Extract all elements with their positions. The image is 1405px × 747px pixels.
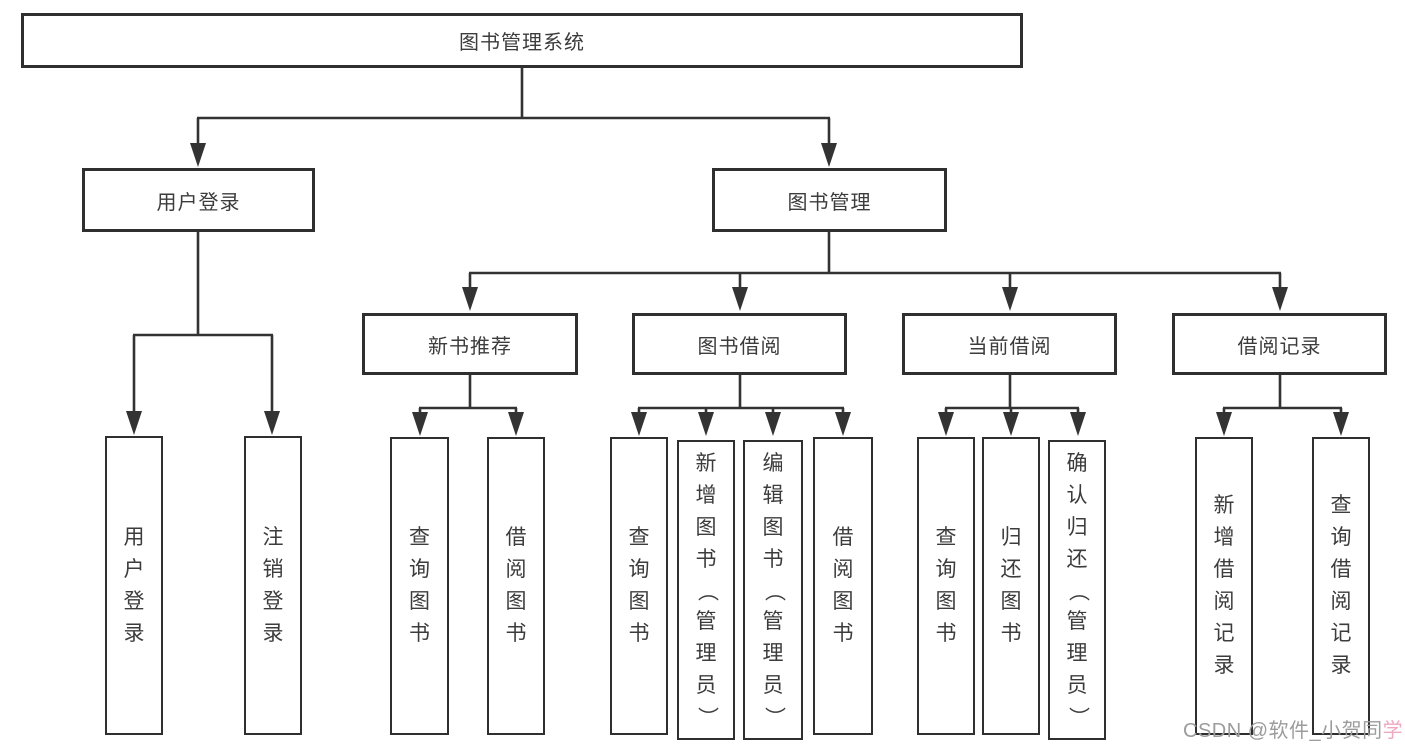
- leaf-label: 查询借阅记录: [1330, 494, 1352, 677]
- node-book-borrow: 图书借阅: [632, 313, 847, 375]
- arrowhead: [1216, 412, 1232, 436]
- arrowhead: [732, 287, 748, 311]
- csdn-watermark: CSDN @软件_小贺同学: [1183, 714, 1403, 743]
- leaf-edit-books-admin: 编辑图书（管理员）: [743, 440, 803, 740]
- node-label: 图书管理系统: [459, 32, 585, 54]
- leaf-query-books: 查询图书: [610, 437, 668, 735]
- watermark-accent: 学: [1382, 720, 1404, 742]
- leaf-borrow-books: 借阅图书: [487, 437, 545, 735]
- arrowhead: [264, 411, 280, 435]
- leaf-label: 查询图书: [935, 526, 957, 645]
- arrowhead: [765, 412, 781, 436]
- leaf-user-login: 用户登录: [105, 436, 163, 735]
- arrowhead: [508, 412, 524, 436]
- leaf-label: 确认归还（管理员）: [1066, 452, 1089, 728]
- arrowhead: [821, 143, 837, 167]
- arrowhead: [835, 412, 851, 436]
- leaf-label: 借阅图书: [505, 526, 527, 645]
- arrowhead: [1070, 412, 1086, 436]
- arrowhead: [126, 411, 142, 435]
- leaf-query-books: 查询图书: [917, 437, 975, 735]
- watermark-text: CSDN @软件_小贺同: [1183, 720, 1383, 742]
- node-book-management: 图书管理: [712, 168, 947, 232]
- leaf-confirm-return-admin: 确认归还（管理员）: [1048, 440, 1106, 740]
- arrowhead: [1272, 287, 1288, 311]
- arrowhead: [1002, 287, 1018, 311]
- node-label: 借阅记录: [1237, 335, 1322, 358]
- node-root-system: 图书管理系统: [21, 13, 1023, 68]
- leaf-return-books: 归还图书: [982, 437, 1040, 735]
- leaf-query-borrow-record: 查询借阅记录: [1312, 437, 1370, 735]
- leaf-add-borrow-record: 新增借阅记录: [1195, 437, 1253, 735]
- leaf-query-books: 查询图书: [390, 437, 449, 735]
- arrowhead: [462, 287, 478, 311]
- node-label: 图书借阅: [697, 335, 782, 358]
- leaf-label: 注销登录: [262, 525, 284, 645]
- node-user-login: 用户登录: [82, 168, 315, 232]
- arrowhead: [938, 412, 954, 436]
- arrowhead: [631, 412, 647, 436]
- leaf-add-books-admin: 新增图书（管理员）: [677, 440, 735, 740]
- node-borrow-records: 借阅记录: [1172, 313, 1387, 375]
- node-label: 图书管理: [787, 191, 872, 214]
- leaf-label: 用户登录: [123, 525, 145, 645]
- arrowhead: [1003, 412, 1019, 436]
- leaf-label: 查询图书: [409, 526, 430, 645]
- leaf-label: 编辑图书（管理员）: [762, 452, 785, 728]
- leaf-label: 新增借阅记录: [1213, 494, 1235, 677]
- node-current-borrow: 当前借阅: [902, 313, 1117, 375]
- node-label: 用户登录: [156, 191, 241, 214]
- arrowhead: [1333, 412, 1349, 436]
- leaf-label: 新增图书（管理员）: [695, 452, 718, 728]
- leaf-logout: 注销登录: [244, 436, 302, 735]
- leaf-label: 归还图书: [1000, 526, 1022, 645]
- node-new-book-recommend: 新书推荐: [362, 313, 578, 375]
- arrowhead: [190, 143, 206, 167]
- node-label: 新书推荐: [428, 335, 512, 358]
- arrowhead: [698, 412, 714, 436]
- arrowhead: [412, 412, 428, 436]
- connector-path: [132, 66, 1343, 413]
- leaf-label: 查询图书: [628, 526, 650, 645]
- leaf-label: 借阅图书: [832, 526, 854, 645]
- node-label: 当前借阅: [967, 335, 1052, 358]
- leaf-borrow-books: 借阅图书: [813, 437, 873, 735]
